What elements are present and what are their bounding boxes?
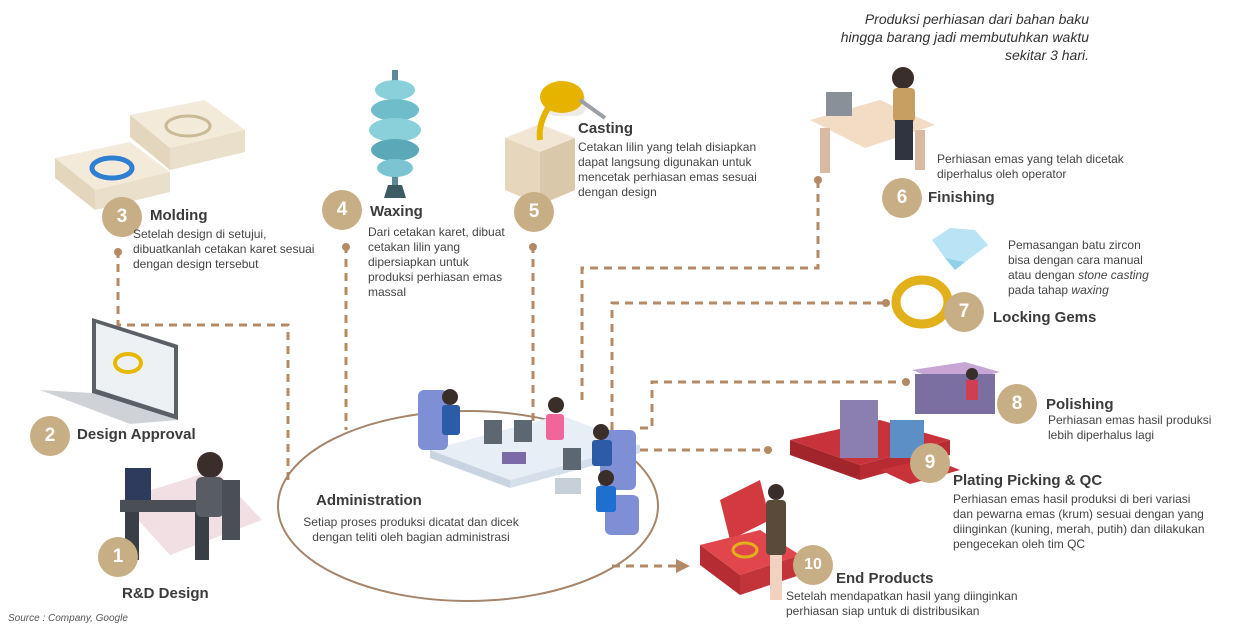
administration-title: Administration: [316, 492, 422, 509]
desc-line: dengan design tersebut: [133, 257, 259, 271]
desc-line: Pemasangan batu zircon: [1008, 238, 1141, 252]
desc-line: Setelah design di setujui,: [133, 227, 267, 241]
step-6-title: Finishing: [928, 189, 995, 206]
casting-illustration: [505, 81, 607, 205]
finishing-illustration: [810, 67, 935, 173]
desc-line: mencetak perhiasan emas sesuai: [578, 170, 757, 184]
step-5-badge: 5: [514, 192, 554, 232]
connector-dot: [529, 243, 537, 251]
arrow-head: [676, 559, 690, 573]
step-1-badge: 1: [98, 537, 138, 577]
desc-line: pengecekan oleh tim QC: [953, 537, 1086, 551]
wax-tree-illustration: [369, 70, 421, 198]
connector-dot: [342, 243, 350, 251]
desc-line: dibuatkanlah cetakan karet sesuai: [133, 242, 315, 256]
desc-line: dan pewarna emas (krum) sesuai dengan ya…: [953, 507, 1204, 521]
desc-line: diperhalus oleh operator: [937, 167, 1067, 181]
step-5-title: Casting: [578, 120, 634, 137]
step-10-badge: 10: [793, 545, 833, 585]
jewelry-box-illustration: [700, 480, 800, 600]
rnd-design-illustration: [120, 452, 262, 560]
step-6-badge: 6: [882, 178, 922, 218]
step-4-description: Dari cetakan karet, dibuat cetakan lilin…: [368, 225, 505, 300]
step-9-description: Perhiasan emas hasil produksi di beri va…: [953, 492, 1205, 552]
connector-3: [116, 250, 290, 480]
desc-line: perhiasan siap untuk di distribusikan: [786, 604, 980, 618]
step-7-description: Pemasangan batu zircon bisa dengan cara …: [1008, 238, 1149, 298]
production-line-illustration: [790, 362, 1000, 484]
desc-italic-text: waxing: [1071, 283, 1109, 297]
desc-line: pada tahap waxing: [1008, 283, 1149, 298]
connector-dot: [114, 248, 122, 256]
step-3-description: Setelah design di setujui, dibuatkanlah …: [133, 227, 314, 272]
source-credit: Source : Company, Google: [8, 613, 128, 624]
connector-lines: [116, 180, 905, 568]
desc-line: Perhiasan emas hasil produksi di beri va…: [953, 492, 1191, 506]
desc-text: atau dengan: [1008, 268, 1079, 282]
connector-6: [580, 180, 820, 400]
step-8-title: Polishing: [1046, 396, 1114, 413]
step-3-badge: 3: [102, 197, 142, 237]
note-line: sekitar 3 hari.: [1004, 47, 1089, 63]
desc-line: massal: [368, 285, 407, 299]
administration-description: Setiap proses produksi dicatat dan dicek…: [293, 515, 529, 545]
desc-text: pada tahap: [1008, 283, 1072, 297]
desc-line: diinginkan (kuning, merah, putih) dan di…: [953, 522, 1205, 536]
connector-dot: [814, 176, 822, 184]
administration-ellipse: [277, 410, 659, 602]
step-9-badge: 9: [910, 443, 950, 483]
desc-line: bisa dengan cara manual: [1008, 253, 1143, 267]
laptop-illustration: [40, 318, 178, 424]
desc-line: cetakan lilin yang: [368, 240, 461, 254]
step-2-title: Design Approval: [77, 426, 196, 443]
desc-line: dengan design: [578, 185, 657, 199]
step-1-title: R&D Design: [122, 585, 209, 602]
desc-line: Setelah mendapatkan hasil yang diinginka…: [786, 589, 1018, 603]
note-line: hingga barang jadi membutuhkan waktu: [840, 29, 1089, 45]
duration-note: Produksi perhiasan dari bahan baku hingg…: [841, 10, 1089, 64]
desc-line: Cetakan lilin yang telah disiapkan: [578, 140, 757, 154]
step-8-description: Perhiasan emas hasil produksi lebih dipe…: [1048, 413, 1211, 443]
step-7-title: Locking Gems: [993, 309, 1097, 326]
desc-line: lebih diperhalus lagi: [1048, 428, 1155, 442]
molding-illustration: [55, 100, 245, 210]
desc-line: Dari cetakan karet, dibuat: [368, 225, 505, 239]
desc-line: produksi perhiasan emas: [368, 270, 503, 284]
step-10-description: Setelah mendapatkan hasil yang diinginka…: [786, 589, 1018, 619]
connector-dot: [882, 299, 890, 307]
desc-line: Setiap proses produksi dicatat dan dicek: [303, 515, 519, 529]
step-2-badge: 2: [30, 416, 70, 456]
desc-line: Perhiasan emas hasil produksi: [1048, 413, 1212, 427]
note-line: Produksi perhiasan dari bahan baku: [864, 11, 1089, 27]
connector-dot: [902, 378, 910, 386]
step-5-description: Cetakan lilin yang telah disiapkan dapat…: [578, 140, 757, 200]
step-7-badge: 7: [944, 292, 984, 332]
connector-dot: [764, 446, 772, 454]
desc-line: atau dengan stone casting: [1008, 268, 1149, 283]
desc-italic-text: stone casting: [1078, 268, 1149, 282]
desc-line: Perhiasan emas yang telah dicetak: [937, 152, 1124, 166]
connector-7: [610, 301, 885, 430]
desc-line: dapat langsung digunakan untuk: [578, 155, 752, 169]
office-illustration: [418, 389, 640, 535]
connector-8: [640, 380, 905, 430]
step-8-badge: 8: [997, 384, 1037, 424]
step-3-title: Molding: [150, 207, 208, 224]
desc-line: dengan teliti oleh bagian administrasi: [312, 530, 510, 544]
step-4-title: Waxing: [370, 203, 423, 220]
desc-line: dipersiapkan untuk: [368, 255, 469, 269]
step-4-badge: 4: [322, 190, 362, 230]
step-9-title: Plating Picking & QC: [953, 472, 1103, 489]
step-10-title: End Products: [836, 570, 934, 587]
step-6-description: Perhiasan emas yang telah dicetak diperh…: [937, 152, 1124, 182]
